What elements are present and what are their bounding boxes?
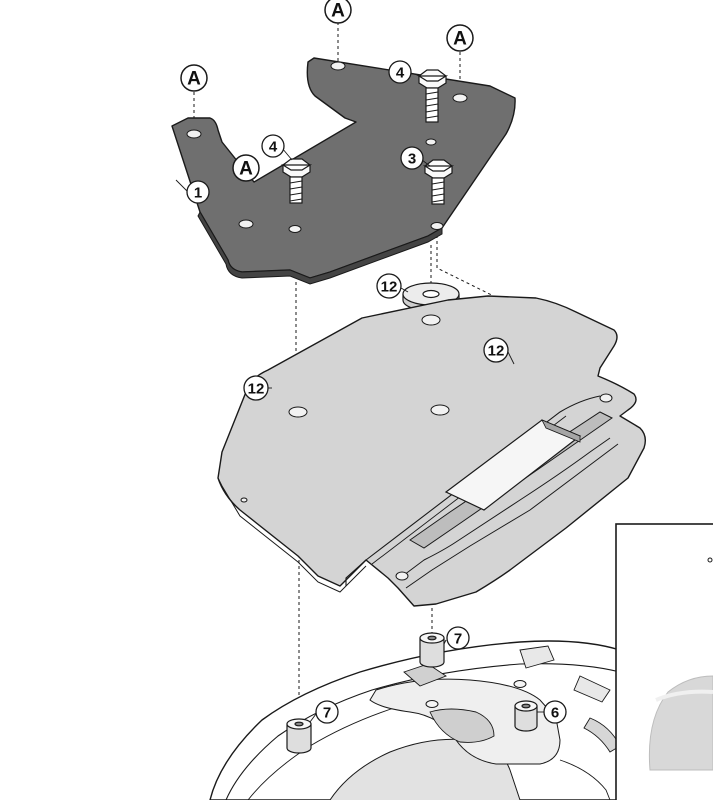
mounting-plate bbox=[171, 57, 516, 285]
callout-part-1: 1 bbox=[186, 180, 210, 204]
bracket-hole bbox=[421, 314, 441, 326]
svg-text:A: A bbox=[239, 159, 253, 180]
hex-bolt-icon bbox=[416, 69, 449, 123]
plate-hole bbox=[330, 61, 346, 71]
plate-hole bbox=[430, 222, 444, 230]
callout-a-4: A bbox=[232, 154, 260, 182]
svg-text:4: 4 bbox=[269, 139, 278, 156]
svg-text:3: 3 bbox=[408, 151, 416, 168]
detail-inset bbox=[615, 523, 713, 800]
bracket-hole bbox=[430, 404, 450, 416]
hex-bolt-icon bbox=[422, 159, 455, 205]
hex-bolt-icon bbox=[280, 158, 313, 204]
callout-part-12-top: 12 bbox=[376, 273, 402, 299]
bracket-hole bbox=[599, 393, 613, 403]
plate-hole bbox=[452, 93, 468, 103]
plate-hole bbox=[425, 138, 437, 146]
callout-part-4-left: 4 bbox=[261, 134, 285, 158]
plate-hole bbox=[238, 219, 254, 229]
callout-part-6: 6 bbox=[543, 700, 567, 724]
svg-text:7: 7 bbox=[454, 631, 462, 648]
callout-part-12-right: 12 bbox=[483, 337, 509, 363]
svg-text:12: 12 bbox=[488, 343, 505, 360]
bracket-hole bbox=[288, 406, 308, 418]
callout-a-2: A bbox=[446, 24, 474, 52]
callout-a-1: A bbox=[324, 0, 352, 24]
callout-a-3: A bbox=[180, 64, 208, 92]
svg-text:A: A bbox=[187, 69, 201, 90]
callout-part-3: 3 bbox=[400, 146, 424, 170]
rack-bracket bbox=[217, 295, 647, 607]
svg-text:1: 1 bbox=[194, 185, 202, 202]
spacer-icon bbox=[514, 700, 538, 732]
motorcycle-base bbox=[209, 640, 646, 800]
callout-part-7-left: 7 bbox=[315, 700, 339, 724]
spacer-icon bbox=[419, 632, 445, 668]
callout-part-12-left: 12 bbox=[243, 375, 269, 401]
callout-part-7-top: 7 bbox=[446, 626, 470, 650]
spacer-icon bbox=[286, 718, 312, 754]
svg-text:7: 7 bbox=[323, 705, 331, 722]
callout-part-4-right: 4 bbox=[388, 60, 412, 84]
svg-text:A: A bbox=[453, 29, 467, 50]
svg-text:12: 12 bbox=[381, 279, 398, 296]
svg-text:12: 12 bbox=[248, 381, 265, 398]
bracket-hole bbox=[395, 571, 409, 581]
plate-hole bbox=[288, 225, 302, 233]
leader-lines bbox=[175, 72, 544, 723]
svg-text:6: 6 bbox=[551, 705, 559, 722]
svg-text:4: 4 bbox=[396, 65, 405, 82]
bracket-hole bbox=[240, 497, 248, 503]
svg-text:A: A bbox=[331, 1, 345, 22]
plate-hole bbox=[186, 129, 202, 139]
